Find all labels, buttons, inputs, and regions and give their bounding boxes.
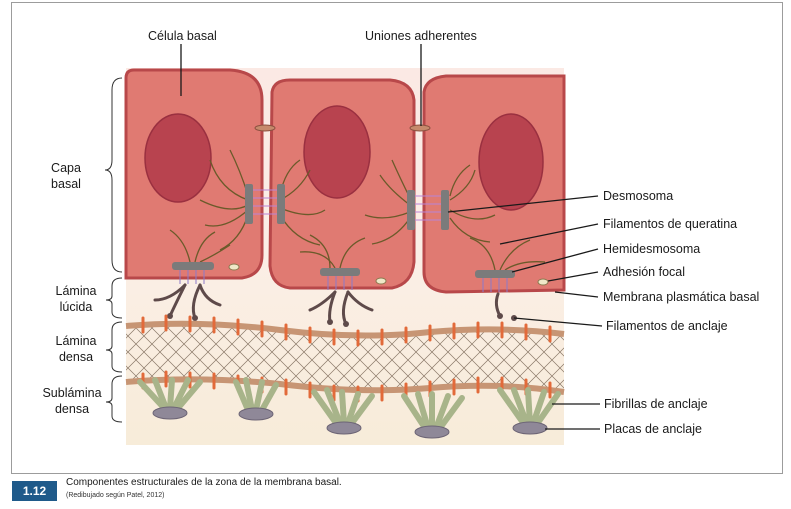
- layer-sublamina-densa-line2: densa: [55, 402, 89, 416]
- label-hemidesmosoma: Hemidesmosoma: [603, 242, 700, 256]
- anchoring-fibrils: [137, 377, 561, 431]
- label-membrana-plasmatica-basal: Membrana plasmática basal: [603, 290, 759, 304]
- layer-lamina-lucida-line1: Lámina: [56, 284, 97, 298]
- basal-cells: [124, 68, 566, 294]
- desmosomes: [245, 184, 449, 230]
- focal-adhesions: [228, 263, 549, 286]
- anchoring-plaques: [152, 406, 548, 439]
- figure-number-badge: 1.12: [12, 481, 57, 501]
- label-uniones-adherentes: Uniones adherentes: [365, 29, 477, 43]
- label-filamentos-anclaje: Filamentos de anclaje: [606, 319, 728, 333]
- layer-lamina-densa-line2: densa: [59, 350, 93, 364]
- leader-lines: [180, 44, 603, 430]
- layer-lamina-lucida-line2: lúcida: [60, 300, 93, 314]
- nucleus: [478, 113, 544, 211]
- adherens-junction: [254, 124, 276, 132]
- layer-lamina-densa-line1: Lámina: [56, 334, 97, 348]
- label-placas-anclaje: Placas de anclaje: [604, 422, 702, 436]
- label-fibrillas-anclaje: Fibrillas de anclaje: [604, 397, 708, 411]
- layer-sublamina-densa-line1: Sublámina: [42, 386, 101, 400]
- layer-capa-basal-line2: basal: [51, 177, 81, 191]
- label-celula-basal: Célula basal: [148, 29, 217, 43]
- figure-source-note: (Redibujado según Patel, 2012): [66, 492, 165, 499]
- label-desmosoma: Desmosoma: [603, 189, 673, 203]
- layer-capa-basal-line1: Capa: [51, 161, 81, 175]
- figure-frame: [11, 2, 783, 474]
- label-adhesion-focal: Adhesión focal: [603, 265, 685, 279]
- nucleus: [303, 105, 371, 199]
- figure-caption: Componentes estructurales de la zona de …: [66, 477, 342, 488]
- nucleus: [144, 113, 212, 203]
- lamina-densa: [125, 320, 565, 395]
- hemidesmosomes: [172, 262, 515, 292]
- label-filamentos-queratina: Filamentos de queratina: [603, 217, 737, 231]
- layer-brackets: [104, 77, 123, 423]
- adherens-junction: [409, 124, 431, 132]
